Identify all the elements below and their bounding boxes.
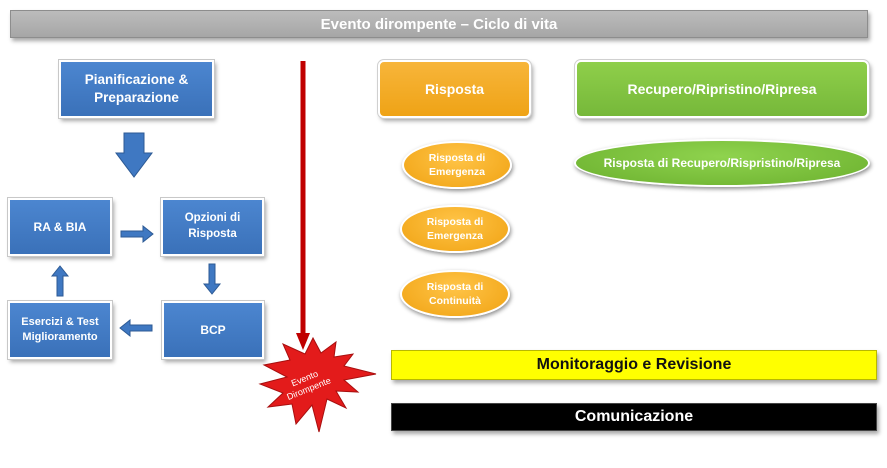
down-arrow-small-icon xyxy=(202,263,222,295)
left-arrow-icon xyxy=(119,318,153,338)
up-arrow-icon xyxy=(50,265,70,297)
exercises-box: Esercizi & Test Miglioramento xyxy=(7,300,113,360)
ra-bia-box: RA & BIA xyxy=(7,197,113,257)
monitoring-bar: Monitoraggio e Revisione xyxy=(391,350,877,380)
response-item-3: Risposta di Continuità xyxy=(400,270,510,318)
starburst-icon xyxy=(258,336,377,433)
communication-bar: Comunicazione xyxy=(391,403,877,431)
response-options-box: Opzioni di Risposta xyxy=(160,197,265,257)
recovery-header: Recupero/Ripristino/Ripresa xyxy=(574,59,870,119)
response-header: Risposta xyxy=(377,59,532,119)
timeline-arrowhead-icon xyxy=(296,333,310,350)
recovery-item: Risposta di Recupero/Rispristino/Ripresa xyxy=(574,139,870,187)
down-arrow-large-icon xyxy=(115,132,153,178)
bcp-box: BCP xyxy=(161,300,265,360)
lifecycle-title: Evento dirompente – Ciclo di vita xyxy=(10,10,868,38)
response-item-2: Risposta di Emergenza xyxy=(400,205,510,253)
planning-box: Pianificazione & Preparazione xyxy=(58,59,215,119)
response-item-1: Risposta di Emergenza xyxy=(402,141,512,189)
right-arrow-icon xyxy=(120,224,154,244)
